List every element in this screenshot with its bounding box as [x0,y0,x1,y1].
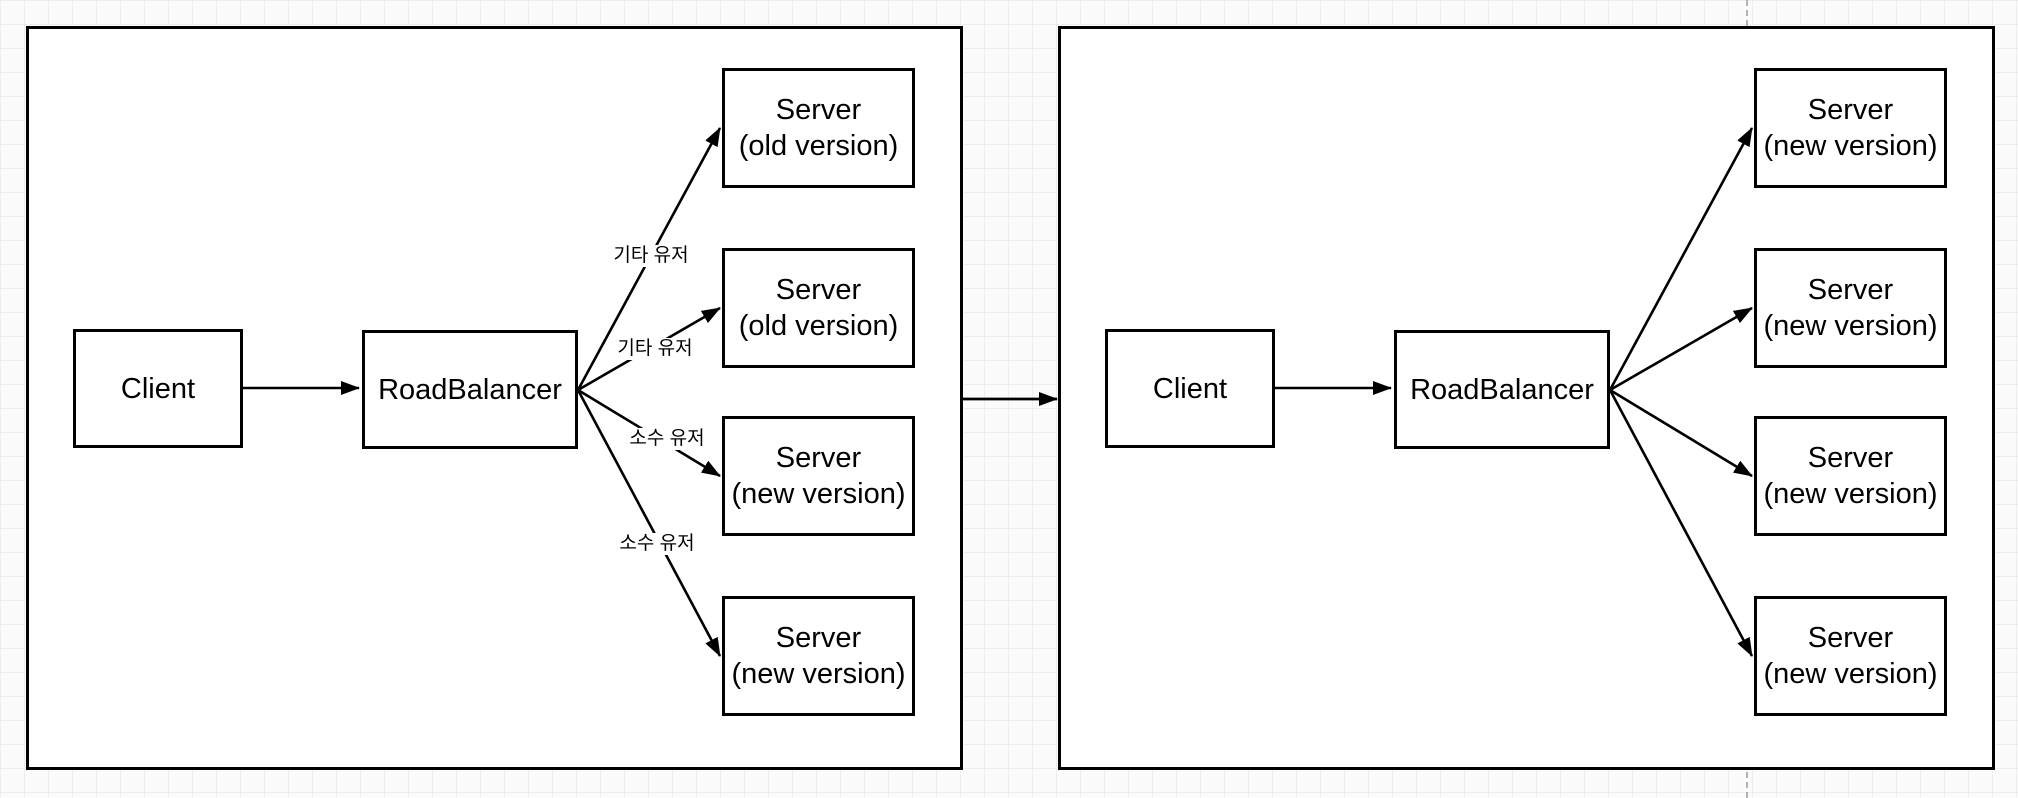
client-label: Client [1152,372,1228,405]
client-node: Client [1105,329,1275,448]
client-label: Client [120,372,196,405]
edge-label-other-users-1: 기타 유저 [610,245,692,267]
server-label-line1: Server [1807,94,1894,126]
server-label-line2: (new version) [1763,658,1938,690]
arrow-balancer-to-server2 [1609,306,1753,392]
server-label-line2: (new version) [731,478,906,510]
server-new-1-node: Server (new version) [722,416,915,536]
roadbalancer-node: RoadBalancer [362,330,578,449]
server-label-line2: (old version) [738,310,899,342]
server-old-2-node: Server (old version) [722,248,915,368]
server-label-line2: (new version) [731,658,906,690]
edge-label-minority-users-1: 소수 유저 [626,428,708,450]
server-label-line1: Server [775,94,862,126]
roadbalancer-node: RoadBalancer [1394,330,1610,449]
server-label-line2: (new version) [1763,478,1938,510]
server-label-line2: (old version) [738,130,899,162]
roadbalancer-label: RoadBalancer [1410,373,1594,406]
edge-label-minority-users-2: 소수 유저 [616,533,698,555]
diagram-panel-right: Client RoadBalancer Server (new version)… [1058,26,1995,770]
arrow-balancer-to-server1 [1608,127,1754,391]
server-new-2-node: Server (new version) [1754,248,1947,368]
server-label-line2: (new version) [1763,310,1938,342]
edge-label-other-users-2: 기타 유저 [614,338,696,360]
arrow-left-panel-to-right-panel [963,392,1058,406]
server-label-line2: (new version) [1763,130,1938,162]
client-node: Client [73,329,243,448]
server-label-line1: Server [1807,274,1894,306]
server-new-1-node: Server (new version) [1754,68,1947,188]
arrow-balancer-to-server4 [1608,389,1754,657]
server-label-line1: Server [1807,442,1894,474]
diagram-panel-left: Client RoadBalancer Server (old version)… [26,26,963,770]
server-label-line1: Server [1807,622,1894,654]
server-new-2-node: Server (new version) [722,596,915,716]
server-label-line1: Server [775,274,862,306]
server-new-3-node: Server (new version) [1754,416,1947,536]
server-new-4-node: Server (new version) [1754,596,1947,716]
server-old-1-node: Server (old version) [722,68,915,188]
server-label-line1: Server [775,442,862,474]
roadbalancer-label: RoadBalancer [378,373,562,406]
server-label-line1: Server [775,622,862,654]
arrow-balancer-to-server3 [1609,388,1753,478]
